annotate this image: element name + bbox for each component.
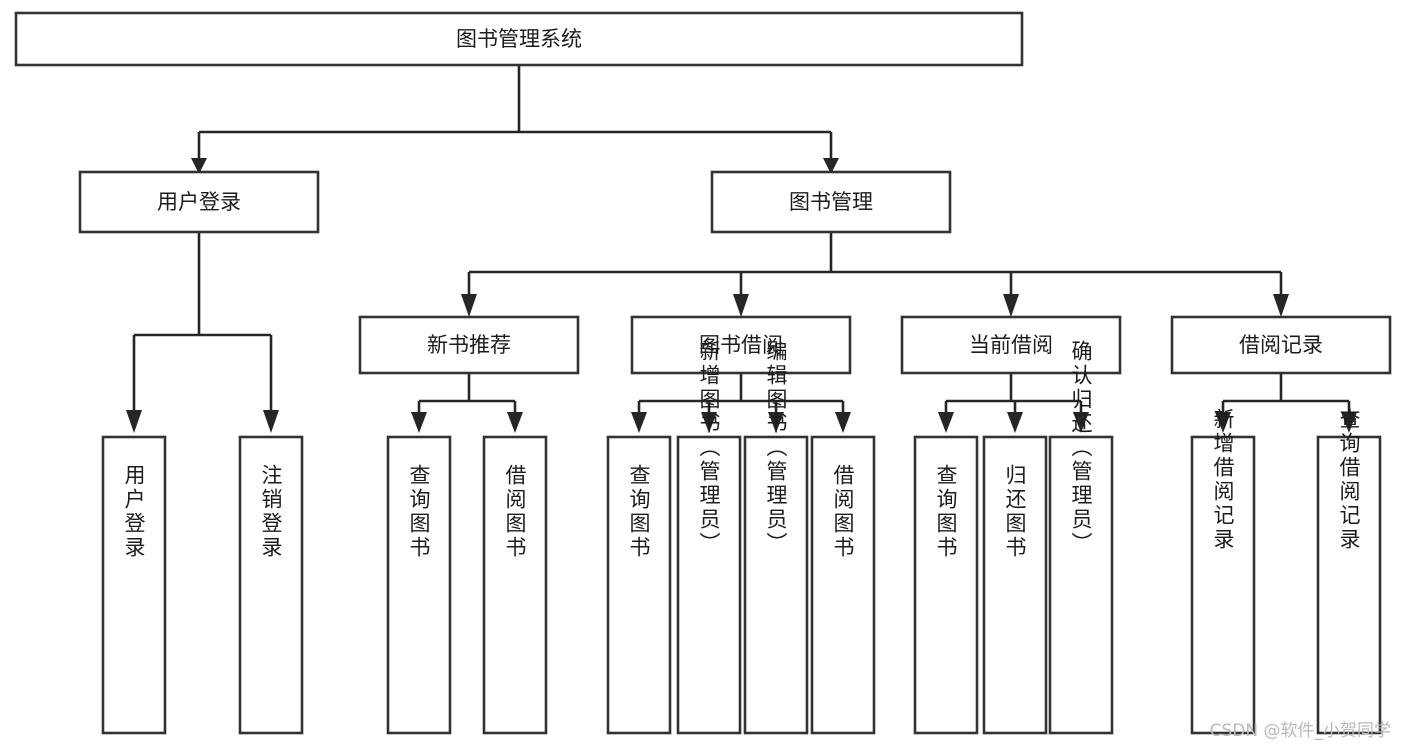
connector-layer	[126, 65, 1357, 433]
node-new-book-recommend-label: 新书推荐	[427, 333, 511, 357]
leaf-query-book-3-label: 查询图书	[934, 464, 958, 560]
arrow-head-leaf-query-book-2	[631, 412, 647, 433]
leaf-query-record-label: 查询借阅记录	[1337, 408, 1361, 552]
leaf-borrow-book-1-box[interactable]	[482, 435, 548, 735]
arrow-head-leaf-borrow-book-2	[835, 412, 851, 433]
leaf-edit-book-box[interactable]	[743, 435, 809, 735]
leaf-logout-box[interactable]	[238, 435, 304, 735]
leaf-confirm-return-label: 确认归还（管理员）	[1069, 340, 1093, 556]
connector-newbook-to-bus	[417, 373, 517, 414]
leaf-add-book-box[interactable]	[676, 435, 742, 735]
leaf-confirm-return[interactable]: 确认归还（管理员）	[1048, 340, 1114, 735]
leaf-edit-book-label: 编辑图书（管理员）	[764, 340, 788, 556]
connector-bookborrow-to-bus	[637, 373, 845, 414]
leaf-confirm-return-box[interactable]	[1048, 435, 1114, 735]
arrow-head-current-borrow	[1003, 294, 1019, 317]
node-current-borrow[interactable]: 当前借阅	[900, 315, 1122, 375]
node-root-box[interactable]	[14, 11, 1024, 67]
arrow-head-leaf-query-book-3	[938, 412, 954, 433]
leaf-user-login-box[interactable]	[101, 435, 167, 735]
arrow-head-leaf-confirm-return	[1073, 412, 1089, 433]
leaf-add-record-box[interactable]	[1190, 435, 1256, 735]
leaf-query-book-1[interactable]: 查询图书	[386, 435, 452, 735]
node-borrow-record[interactable]: 借阅记录	[1170, 315, 1392, 375]
arrow-head-leaf-add-book	[701, 412, 717, 433]
arrow-head-user-login	[191, 158, 207, 174]
leaf-user-login-label: 用户登录	[122, 464, 146, 560]
leaf-query-record[interactable]: 查询借阅记录	[1316, 408, 1382, 735]
leaf-query-book-3[interactable]: 查询图书	[913, 435, 979, 735]
node-book-manage-box[interactable]	[710, 170, 952, 234]
leaf-add-book-label: 新增图书（管理员）	[697, 340, 721, 556]
leaf-user-login[interactable]: 用户登录	[101, 435, 167, 735]
node-book-manage[interactable]: 图书管理	[710, 170, 952, 234]
leaf-query-book-2-label: 查询图书	[627, 464, 651, 560]
leaf-query-book-2[interactable]: 查询图书	[606, 435, 672, 735]
arrow-head-book-manage	[823, 158, 839, 174]
leaf-borrow-book-2-label: 借阅图书	[831, 464, 855, 560]
connector-root-to-bus	[197, 65, 833, 160]
leaf-add-record-label: 新增借阅记录	[1211, 408, 1235, 552]
node-user-login-box[interactable]	[78, 170, 320, 234]
leaf-return-book[interactable]: 归还图书	[982, 435, 1048, 735]
node-book-borrow-box[interactable]	[630, 315, 852, 375]
leaf-logout[interactable]: 注销登录	[238, 435, 304, 735]
leaf-return-book-label: 归还图书	[1003, 464, 1027, 560]
arrow-head-leaf-query-record	[1341, 412, 1357, 433]
arrow-head-leaf-user-login	[126, 410, 142, 433]
leaf-borrow-book-1-label: 借阅图书	[503, 464, 527, 560]
arrow-head-leaf-return-book	[1007, 412, 1023, 433]
arrow-head-leaf-edit-book	[768, 412, 784, 433]
node-book-borrow[interactable]: 图书借阅	[630, 315, 852, 375]
arrow-head-leaf-borrow-book-1	[507, 412, 523, 433]
connector-userlogin-to-bus	[132, 232, 273, 412]
node-current-borrow-label: 当前借阅	[969, 333, 1053, 357]
node-new-book-recommend-box[interactable]	[358, 315, 580, 375]
arrow-head-borrow-record	[1273, 294, 1289, 317]
node-borrow-record-label: 借阅记录	[1239, 333, 1323, 357]
node-root[interactable]: 图书管理系统	[14, 11, 1024, 67]
leaf-add-record[interactable]: 新增借阅记录	[1190, 408, 1256, 735]
leaf-logout-label: 注销登录	[259, 464, 283, 560]
node-book-borrow-label: 图书借阅	[699, 333, 783, 357]
node-root-label: 图书管理系统	[456, 27, 582, 51]
leaf-query-book-1-label: 查询图书	[407, 464, 431, 560]
node-user-login-label: 用户登录	[157, 190, 241, 214]
connector-borrowrecord-to-bus	[1221, 373, 1351, 414]
arrow-head-new-book-recommend	[461, 294, 477, 317]
leaf-return-book-box[interactable]	[982, 435, 1048, 735]
arrow-head-leaf-logout	[263, 410, 279, 433]
leaf-query-book-3-box[interactable]	[913, 435, 979, 735]
leaf-query-book-1-box[interactable]	[386, 435, 452, 735]
leaf-edit-book[interactable]: 编辑图书（管理员）	[743, 340, 809, 735]
node-user-login[interactable]: 用户登录	[78, 170, 320, 234]
leaf-borrow-book-1[interactable]: 借阅图书	[482, 435, 548, 735]
leaf-borrow-book-2[interactable]: 借阅图书	[810, 435, 876, 735]
arrow-head-leaf-query-book-1	[411, 412, 427, 433]
leaf-query-record-box[interactable]	[1316, 435, 1382, 735]
arrow-head-book-borrow	[733, 294, 749, 317]
node-current-borrow-box[interactable]	[900, 315, 1122, 375]
node-borrow-record-box[interactable]	[1170, 315, 1392, 375]
leaf-query-book-2-box[interactable]	[606, 435, 672, 735]
leaf-add-book[interactable]: 新增图书（管理员）	[676, 340, 742, 735]
connector-currentborrow-to-bus	[944, 373, 1083, 414]
arrow-head-leaf-add-record	[1215, 412, 1231, 433]
node-new-book-recommend[interactable]: 新书推荐	[358, 315, 580, 375]
leaf-borrow-book-2-box[interactable]	[810, 435, 876, 735]
connector-bookmanage-to-bus	[467, 232, 1283, 296]
node-book-manage-label: 图书管理	[789, 190, 873, 214]
